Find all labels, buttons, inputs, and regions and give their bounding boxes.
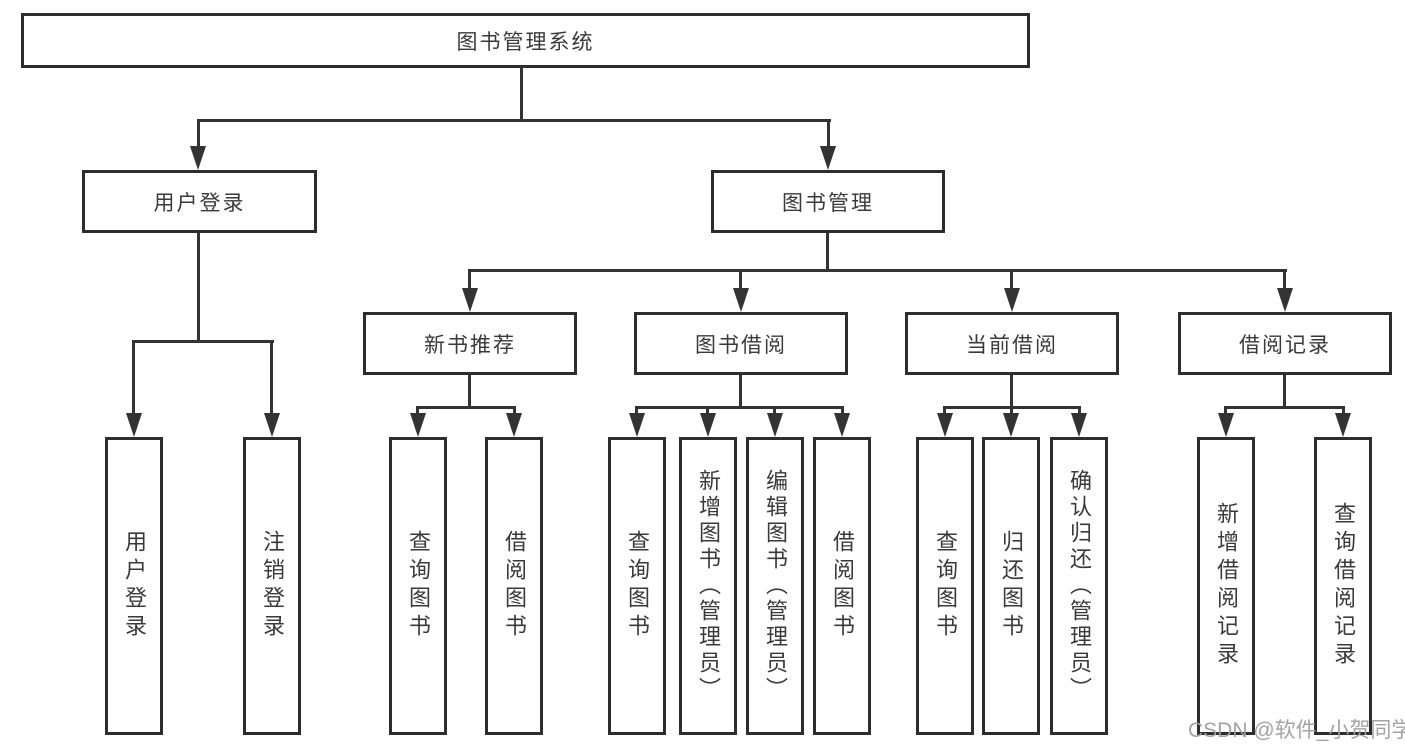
node-borrow-records-label: 借阅记录 xyxy=(1239,333,1331,357)
arrowhead-new-book xyxy=(462,288,478,312)
node-book-borrow: 图书借阅 xyxy=(634,312,848,375)
leaf-cb-confirm-return-admin-label: 确认归还（管理员） xyxy=(1067,469,1092,703)
connector-drop-cb-query xyxy=(943,406,946,418)
node-new-book-recommend: 新书推荐 xyxy=(363,312,577,375)
csdn-watermark: CSDN @软件_小贺同学 xyxy=(1188,714,1405,744)
arrowhead-bb-edit xyxy=(767,413,783,437)
leaf-cb-confirm-return-admin: 确认归还（管理员） xyxy=(1050,437,1108,735)
node-borrow-records: 借阅记录 xyxy=(1178,312,1392,375)
leaf-nb-query-books: 查询图书 xyxy=(389,437,447,735)
connector-root-bar xyxy=(197,119,831,122)
leaf-rec-query-record-label: 查询借阅记录 xyxy=(1331,502,1356,670)
node-current-borrow-label: 当前借阅 xyxy=(966,333,1058,357)
arrowhead-nb-borrow xyxy=(506,413,522,437)
arrowhead-bb-borrow xyxy=(834,413,850,437)
leaf-bb-borrow-books-label: 借阅图书 xyxy=(830,530,855,642)
node-user-login: 用户登录 xyxy=(82,170,317,233)
arrowhead-current-borrow xyxy=(1004,288,1020,312)
node-book-borrow-label: 图书借阅 xyxy=(695,333,787,357)
connector-drop-leaf-user-login xyxy=(132,340,135,415)
connector-drop-user-login xyxy=(197,119,200,149)
arrowhead-bb-query xyxy=(629,413,645,437)
arrowhead-book-borrow xyxy=(733,288,749,312)
connector-drop-borrow-records xyxy=(1283,269,1286,291)
connector-drop-bb-add xyxy=(706,406,709,418)
arrowhead-rec-query xyxy=(1335,413,1351,437)
arrowhead-leaf-user-login xyxy=(126,413,142,437)
leaf-bb-edit-books-admin-label: 编辑图书（管理员） xyxy=(763,469,788,703)
connector-drop-leaf-logout xyxy=(270,340,273,415)
connector-book-bar xyxy=(468,269,1287,272)
connector-drop-book-management xyxy=(827,119,830,149)
node-root-label: 图书管理系统 xyxy=(456,30,595,54)
arrowhead-borrow-records xyxy=(1277,288,1293,312)
connector-bb-bar xyxy=(635,406,844,409)
connector-book-stem xyxy=(826,233,829,272)
node-new-book-recommend-label: 新书推荐 xyxy=(424,333,516,357)
leaf-logout: 注销登录 xyxy=(243,437,301,735)
leaf-nb-borrow-books: 借阅图书 xyxy=(485,437,543,735)
leaf-bb-query-books: 查询图书 xyxy=(608,437,666,735)
node-book-management: 图书管理 xyxy=(711,170,945,233)
connector-user-bar xyxy=(132,340,274,343)
arrowhead-cb-return xyxy=(1003,413,1019,437)
leaf-rec-add-record-label: 新增借阅记录 xyxy=(1214,502,1239,670)
leaf-bb-edit-books-admin: 编辑图书（管理员） xyxy=(746,437,804,735)
connector-cb-stem xyxy=(1010,375,1013,409)
connector-drop-bb-edit xyxy=(773,406,776,418)
connector-drop-book-borrow xyxy=(739,269,742,291)
arrowhead-rec-add xyxy=(1218,413,1234,437)
connector-nb-bar xyxy=(416,406,516,409)
connector-drop-bb-query xyxy=(635,406,638,418)
connector-drop-current-borrow xyxy=(1010,269,1013,291)
arrowhead-cb-query xyxy=(937,413,953,437)
leaf-rec-query-record: 查询借阅记录 xyxy=(1314,437,1372,735)
connector-drop-new-book xyxy=(468,269,471,291)
leaf-logout-label: 注销登录 xyxy=(260,530,285,642)
connector-bb-stem xyxy=(739,375,742,409)
connector-drop-rec-add xyxy=(1224,406,1227,418)
connector-rec-bar xyxy=(1224,406,1345,409)
leaf-cb-return-books: 归还图书 xyxy=(982,437,1040,735)
connector-drop-cb-confirm xyxy=(1078,406,1081,418)
arrowhead-cb-confirm xyxy=(1071,413,1087,437)
node-root: 图书管理系统 xyxy=(21,13,1030,68)
leaf-bb-add-books-admin: 新增图书（管理员） xyxy=(679,437,737,735)
leaf-rec-add-record: 新增借阅记录 xyxy=(1197,437,1255,735)
leaf-bb-query-books-label: 查询图书 xyxy=(625,530,650,642)
leaf-bb-add-books-admin-label: 新增图书（管理员） xyxy=(696,469,721,703)
node-current-borrow: 当前借阅 xyxy=(905,312,1119,375)
leaf-user-login: 用户登录 xyxy=(105,437,163,735)
connector-root-stem xyxy=(520,67,523,122)
arrowhead-nb-query xyxy=(410,413,426,437)
leaf-nb-query-books-label: 查询图书 xyxy=(406,530,431,642)
arrowhead-user-login xyxy=(190,146,206,170)
leaf-cb-query-books: 查询图书 xyxy=(916,437,974,735)
arrowhead-leaf-logout xyxy=(264,413,280,437)
csdn-watermark-text: CSDN @软件_小贺同学 xyxy=(1188,719,1405,742)
connector-rec-stem xyxy=(1283,375,1286,409)
node-book-management-label: 图书管理 xyxy=(782,191,874,215)
leaf-cb-query-books-label: 查询图书 xyxy=(933,530,958,642)
connector-drop-bb-borrow xyxy=(841,406,844,418)
leaf-nb-borrow-books-label: 借阅图书 xyxy=(502,530,527,642)
node-user-login-label: 用户登录 xyxy=(153,191,246,215)
leaf-bb-borrow-books: 借阅图书 xyxy=(813,437,871,735)
connector-drop-nb-borrow xyxy=(513,406,516,418)
connector-nb-stem xyxy=(468,375,471,409)
arrowhead-book-management xyxy=(820,146,836,170)
arrowhead-bb-add xyxy=(700,413,716,437)
connector-drop-cb-return xyxy=(1010,406,1013,418)
connector-drop-rec-query xyxy=(1342,406,1345,418)
connector-drop-nb-query xyxy=(416,406,419,418)
connector-user-stem xyxy=(197,233,200,342)
leaf-cb-return-books-label: 归还图书 xyxy=(999,530,1024,642)
leaf-user-login-label: 用户登录 xyxy=(122,530,147,642)
